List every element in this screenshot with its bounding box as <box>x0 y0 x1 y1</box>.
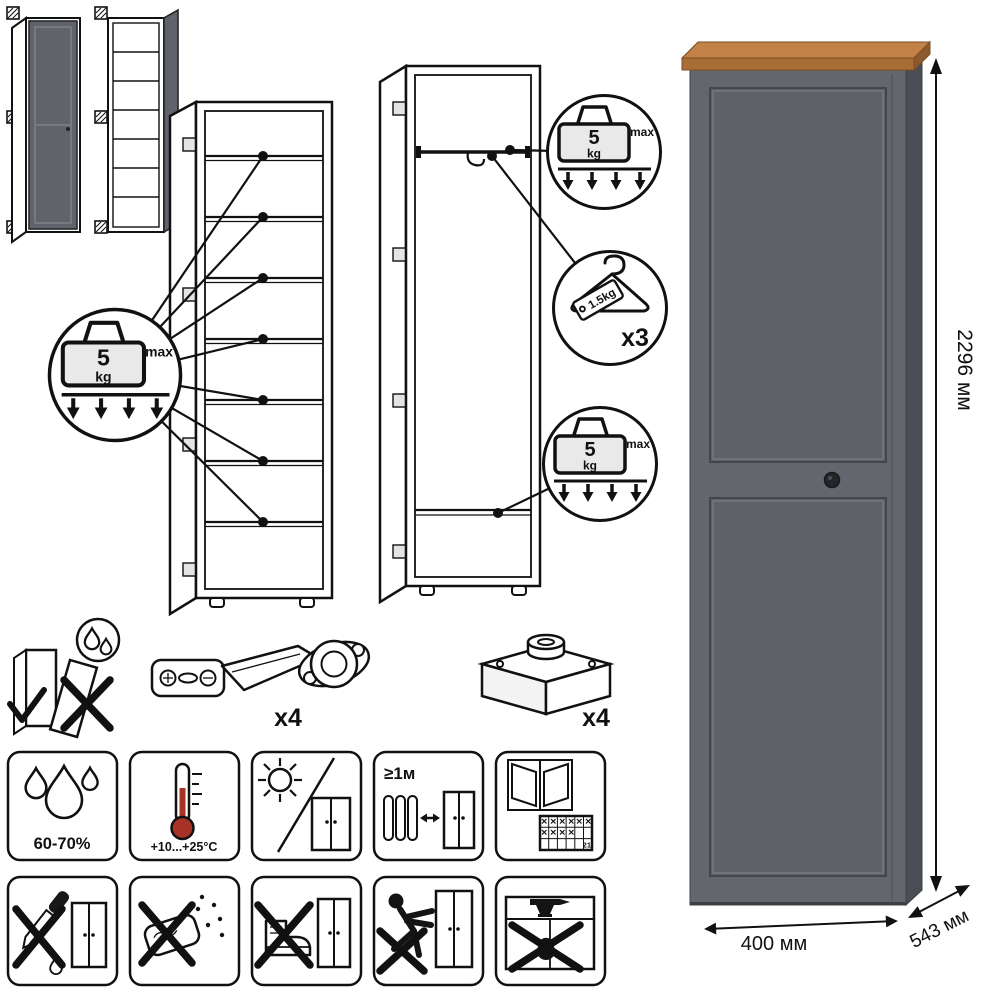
check-mark <box>7 687 47 723</box>
care-row-2 <box>6 875 607 987</box>
hinge-icon <box>150 639 371 698</box>
hinge-hardware: x4 <box>150 639 371 732</box>
no-wet-cleaning-icon <box>128 875 241 987</box>
calendar-day: 21 <box>583 841 591 850</box>
open-door <box>378 63 408 605</box>
sunlight-icon <box>250 750 363 862</box>
svg-text:5: 5 <box>584 439 595 461</box>
weight-icon <box>545 93 663 211</box>
door-panels <box>709 74 893 901</box>
shelf-load-badge: 5 kg max <box>49 309 180 440</box>
thumbnail-open-wardrobe <box>94 6 179 234</box>
weight-icon <box>541 405 659 523</box>
tip-over-warning-icon <box>7 617 121 739</box>
door-knob <box>823 471 841 489</box>
thumb-shelves <box>113 51 159 198</box>
humidity-label: 60-70% <box>34 835 91 853</box>
spray-dots <box>195 894 225 938</box>
no-sharp-objects-icon <box>6 875 119 987</box>
hanger-hook <box>466 151 486 167</box>
svg-text:max: max <box>630 125 654 139</box>
radiator <box>383 795 418 841</box>
load-points <box>258 151 268 527</box>
foot-hardware: x4 <box>477 633 615 732</box>
anvil <box>530 899 570 917</box>
hanger-count: x3 <box>621 324 649 352</box>
svg-text:kg: kg <box>587 147 601 161</box>
no-climbing-icon <box>250 875 363 987</box>
no-heavy-loads-icon <box>494 875 607 987</box>
svg-text:5: 5 <box>588 127 599 149</box>
ventilation-icon: 21 <box>494 750 607 862</box>
width-label: 400 мм <box>741 933 807 955</box>
height-label: 2296 мм <box>953 329 976 410</box>
do-not-drag-icon <box>372 875 485 987</box>
temperature-icon: +10...+25°C <box>128 750 241 862</box>
hanging-unit-diagram <box>378 63 611 605</box>
width-dimension <box>704 915 898 935</box>
weight-icon <box>49 309 180 440</box>
calendar: 21 <box>538 814 594 852</box>
top-shelf-load-badge: 5 kg max <box>545 93 663 211</box>
humidity-icon: 60-70% <box>6 750 119 862</box>
diagrams-panel: 5 kg max 5 kg max <box>6 6 668 987</box>
wood-top <box>680 40 932 72</box>
cabinet-side-face <box>905 53 923 907</box>
load-max-label: max <box>145 343 173 359</box>
heat-distance-icon: ≥1м <box>372 750 485 862</box>
load-value: 5 <box>97 345 110 371</box>
thumbnail-closed-wardrobe <box>6 6 81 244</box>
svg-text:kg: kg <box>583 459 597 473</box>
wardrobe-render: 2296 мм 400 мм 543 мм <box>680 40 976 955</box>
base-shadow <box>690 902 906 905</box>
distance-label: ≥1м <box>384 764 415 783</box>
shelf-unit-diagram <box>114 99 334 617</box>
foot-quantity: x4 <box>582 704 610 732</box>
care-row-1: 60-70% +10...+25°C <box>6 750 607 862</box>
temperature-label: +10...+25°C <box>151 840 218 854</box>
adjustable-foot-icon <box>477 633 615 716</box>
hinge-quantity: x4 <box>274 704 302 732</box>
hanger-capacity-badge: 1.5kg x3 <box>552 250 668 366</box>
bottom-shelf-load-badge: 5 kg max <box>541 405 659 523</box>
svg-text:max: max <box>626 437 650 451</box>
load-unit: kg <box>95 368 111 384</box>
weight-tag: 1.5kg <box>572 279 624 321</box>
height-dimension: 2296 мм <box>930 58 976 892</box>
door-hinges <box>392 101 407 559</box>
